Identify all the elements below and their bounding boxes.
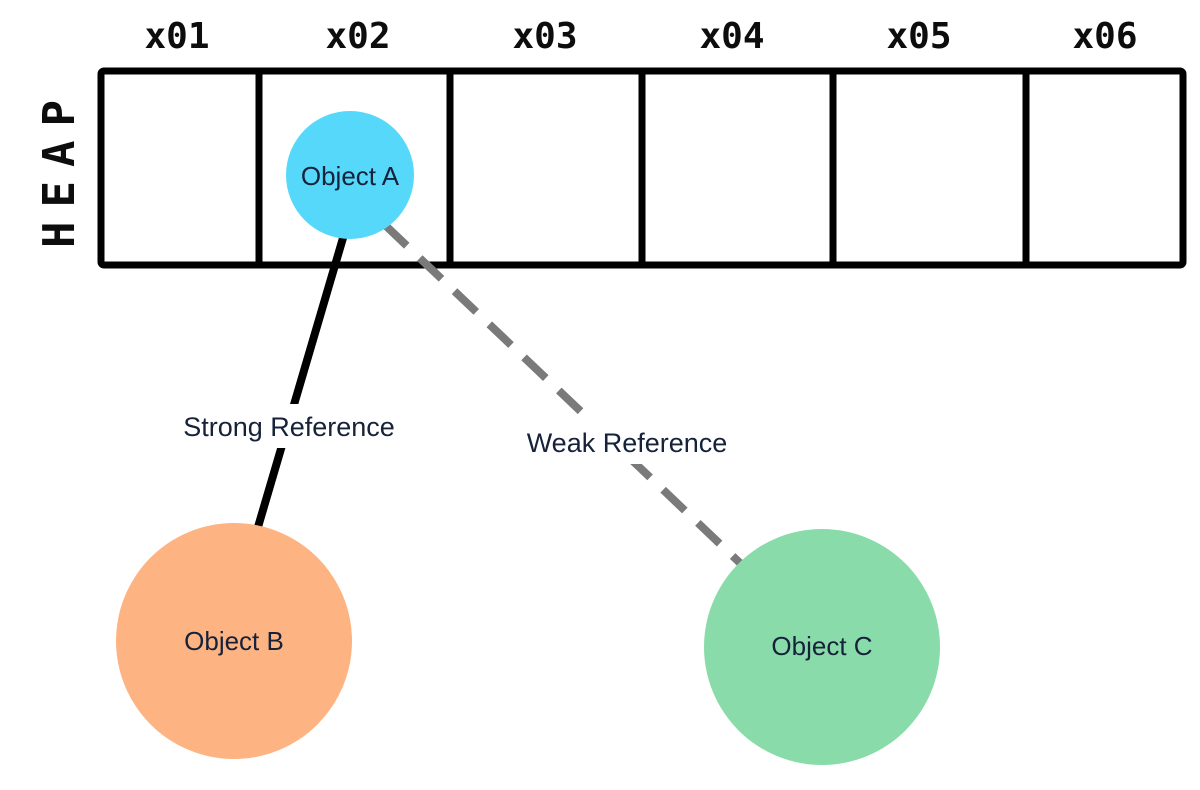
object-b-circle: [116, 523, 352, 759]
address-label-x04: x04: [699, 16, 764, 57]
address-label-x02: x02: [325, 16, 390, 57]
object-b: Object B: [116, 523, 352, 759]
address-label-x06: x06: [1072, 16, 1137, 57]
address-label-x05: x05: [886, 16, 951, 57]
weak-reference-label: Weak Reference: [527, 428, 728, 458]
strong-reference-label-bg: [166, 404, 414, 448]
object-b-label: Object B: [184, 626, 284, 656]
object-c-label: Object C: [771, 631, 872, 661]
object-a: Object A: [286, 111, 414, 239]
strong-reference-label: Strong Reference: [183, 412, 395, 442]
address-label-x01: x01: [144, 16, 209, 57]
object-c-circle: [704, 529, 940, 765]
weak-reference-label-bg: [510, 420, 746, 464]
object-a-label: Object A: [301, 161, 400, 191]
weak-reference-line: [382, 222, 743, 566]
object-a-circle: [286, 111, 414, 239]
heap-row: [97, 67, 1187, 269]
heap-label: HEAP: [34, 86, 85, 248]
address-label-x03: x03: [512, 16, 577, 57]
strong-reference-line: [254, 234, 347, 531]
object-c: Object C: [704, 529, 940, 765]
